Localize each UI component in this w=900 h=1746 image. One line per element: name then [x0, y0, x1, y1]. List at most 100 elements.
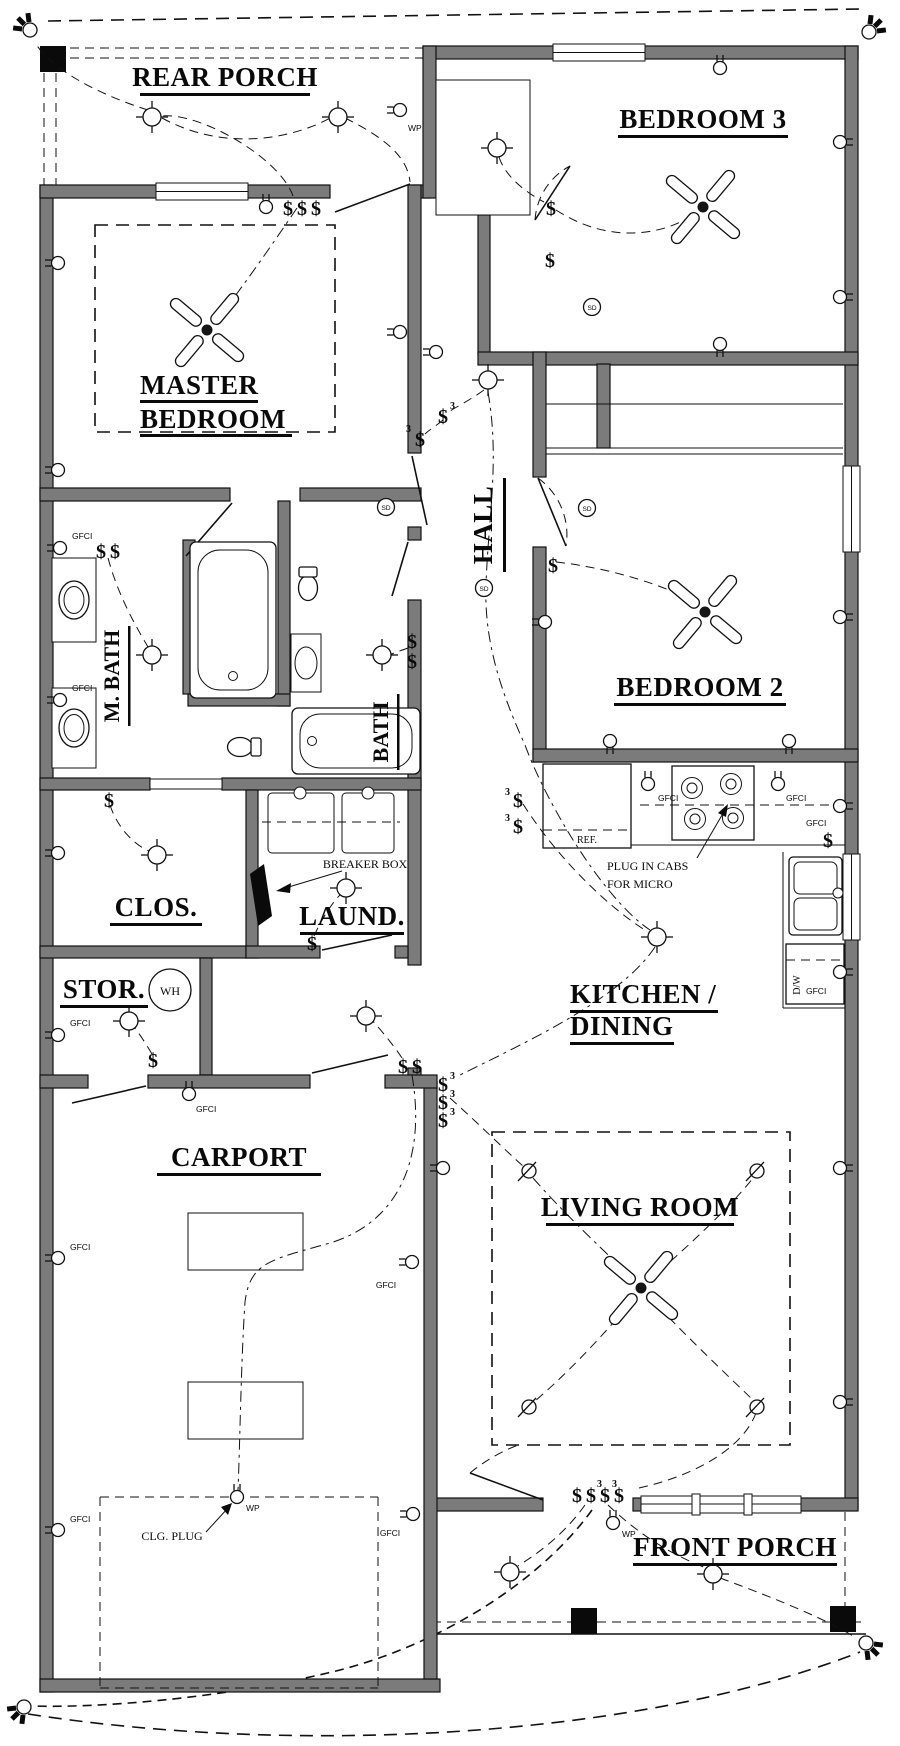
three-way-mark: 3	[450, 1107, 455, 1118]
three-way-switch-symbol: $	[438, 1110, 448, 1132]
label-gfci: GFCI	[376, 1280, 396, 1290]
flood-light-icon	[8, 8, 45, 45]
front-door-leaf	[469, 1472, 544, 1501]
label-bedroom3: BEDROOM 3	[619, 104, 786, 134]
window-bedroom2-right	[842, 465, 861, 553]
breaker-box	[250, 864, 272, 926]
label-front-porch: FRONT PORCH	[633, 1532, 837, 1562]
three-way-mark: 3	[612, 1479, 617, 1490]
switch-symbol: $	[110, 541, 120, 563]
label-sd: SD	[479, 586, 488, 593]
light-icon	[112, 1004, 146, 1038]
gfci-outlet-icon	[399, 1506, 421, 1522]
walls	[39, 45, 859, 1693]
switch-symbol: $	[307, 933, 317, 955]
refrigerator	[542, 763, 632, 849]
labels: REAR PORCH BEDROOM 3 MASTER BEDROOM HALL…	[60, 62, 837, 1566]
storage-door-leaf	[71, 1085, 147, 1104]
light-icon	[140, 838, 174, 872]
three-way-switch-symbol: $	[513, 816, 523, 838]
light-icon	[135, 100, 169, 134]
roof-overhang-lines	[27, 8, 866, 1737]
bath-toilet	[297, 566, 319, 602]
switch-symbol: $	[545, 250, 555, 272]
front-porch-post-2	[830, 1606, 856, 1632]
laundry-door-leaf	[321, 934, 393, 951]
label-wh: WH	[160, 984, 180, 998]
mbath-tub	[189, 541, 277, 699]
label-clos: CLOS.	[115, 892, 198, 922]
three-way-switch-symbol: $	[415, 429, 425, 451]
gfci-outlet-icon	[770, 770, 786, 792]
ceiling-fan-icon	[663, 167, 743, 247]
rear-porch-post	[40, 46, 66, 72]
rear-porch-door-leaf	[334, 183, 411, 213]
three-way-switch-symbol: $	[438, 1074, 448, 1096]
window-bedroom3-top	[552, 43, 646, 62]
window-master-rear	[155, 182, 249, 201]
switch-symbol: $	[104, 790, 114, 812]
carport-pad-1	[187, 1212, 304, 1271]
label-living: LIVING ROOM	[541, 1192, 739, 1222]
switch-symbol: $	[311, 198, 321, 220]
three-way-switch-symbol: $	[513, 790, 523, 812]
kitchen-sink	[788, 856, 844, 936]
three-way-mark: 3	[450, 1089, 455, 1100]
three-way-mark: 3	[406, 424, 411, 435]
bath-door-leaf	[391, 541, 409, 597]
three-way-switch-symbol: $	[614, 1485, 624, 1507]
gfci-outlet-icon	[640, 770, 656, 792]
switch-symbol: $	[148, 1050, 158, 1072]
label-clg-plug: CLG. PLUG	[141, 1529, 203, 1543]
switch-symbol: $	[407, 651, 417, 673]
label-dw: D/W	[792, 975, 803, 995]
label-gfci: GFCI	[70, 1018, 90, 1028]
switch-symbol: $	[586, 1485, 596, 1507]
flood-light-icon	[854, 10, 891, 47]
switch-symbol: $	[823, 830, 833, 852]
wp-ceiling-plug-icon	[229, 1483, 245, 1505]
light-icon	[696, 1557, 730, 1591]
label-gfci: GFCI	[196, 1104, 216, 1114]
washer-dryer	[262, 786, 400, 854]
three-way-mark: 3	[505, 787, 510, 798]
master-tray-ceiling	[94, 224, 336, 433]
label-plug-cabs-2: FOR MICRO	[607, 877, 673, 891]
switch-symbol: $	[412, 1056, 422, 1078]
light-icon	[471, 363, 505, 397]
label-gfci: GFCI	[72, 683, 92, 693]
label-hall: HALL	[468, 486, 498, 565]
light-icon	[349, 999, 383, 1033]
flood-light-icon	[2, 1692, 39, 1729]
window-kitchen-sink	[842, 853, 861, 941]
range	[671, 765, 755, 841]
three-way-mark: 3	[450, 401, 455, 412]
three-way-switch-symbol: $	[600, 1485, 610, 1507]
switch-symbol: $	[398, 1056, 408, 1078]
gfci-outlet-icon	[398, 1254, 420, 1270]
switch-symbol: $	[96, 541, 106, 563]
ceiling-fan-icon	[167, 290, 247, 370]
label-rear-porch: REAR PORCH	[132, 62, 318, 92]
three-way-switch-symbol: $	[438, 406, 448, 428]
label-ref: REF.	[577, 835, 597, 846]
mbath-sink-2	[58, 708, 90, 748]
wp-outlet-icon	[386, 102, 408, 118]
light-icon	[365, 638, 399, 672]
label-kitchen-2: DINING	[570, 1011, 674, 1041]
window-living-front	[640, 1493, 802, 1516]
label-wp: WP	[622, 1529, 636, 1539]
bedroom2-closet-shelf	[546, 403, 843, 455]
light-icon	[321, 100, 355, 134]
outlet-icon	[422, 344, 444, 360]
three-way-mark: 3	[597, 1479, 602, 1490]
label-gfci: GFCI	[806, 986, 826, 996]
switch-symbol: $	[546, 198, 556, 220]
label-sd: SD	[587, 305, 596, 312]
three-way-switch-symbol: $	[438, 1092, 448, 1114]
bath-sink	[294, 646, 318, 680]
windows	[155, 43, 861, 1516]
light-icon	[640, 920, 674, 954]
label-gfci: GFCI	[70, 1242, 90, 1252]
